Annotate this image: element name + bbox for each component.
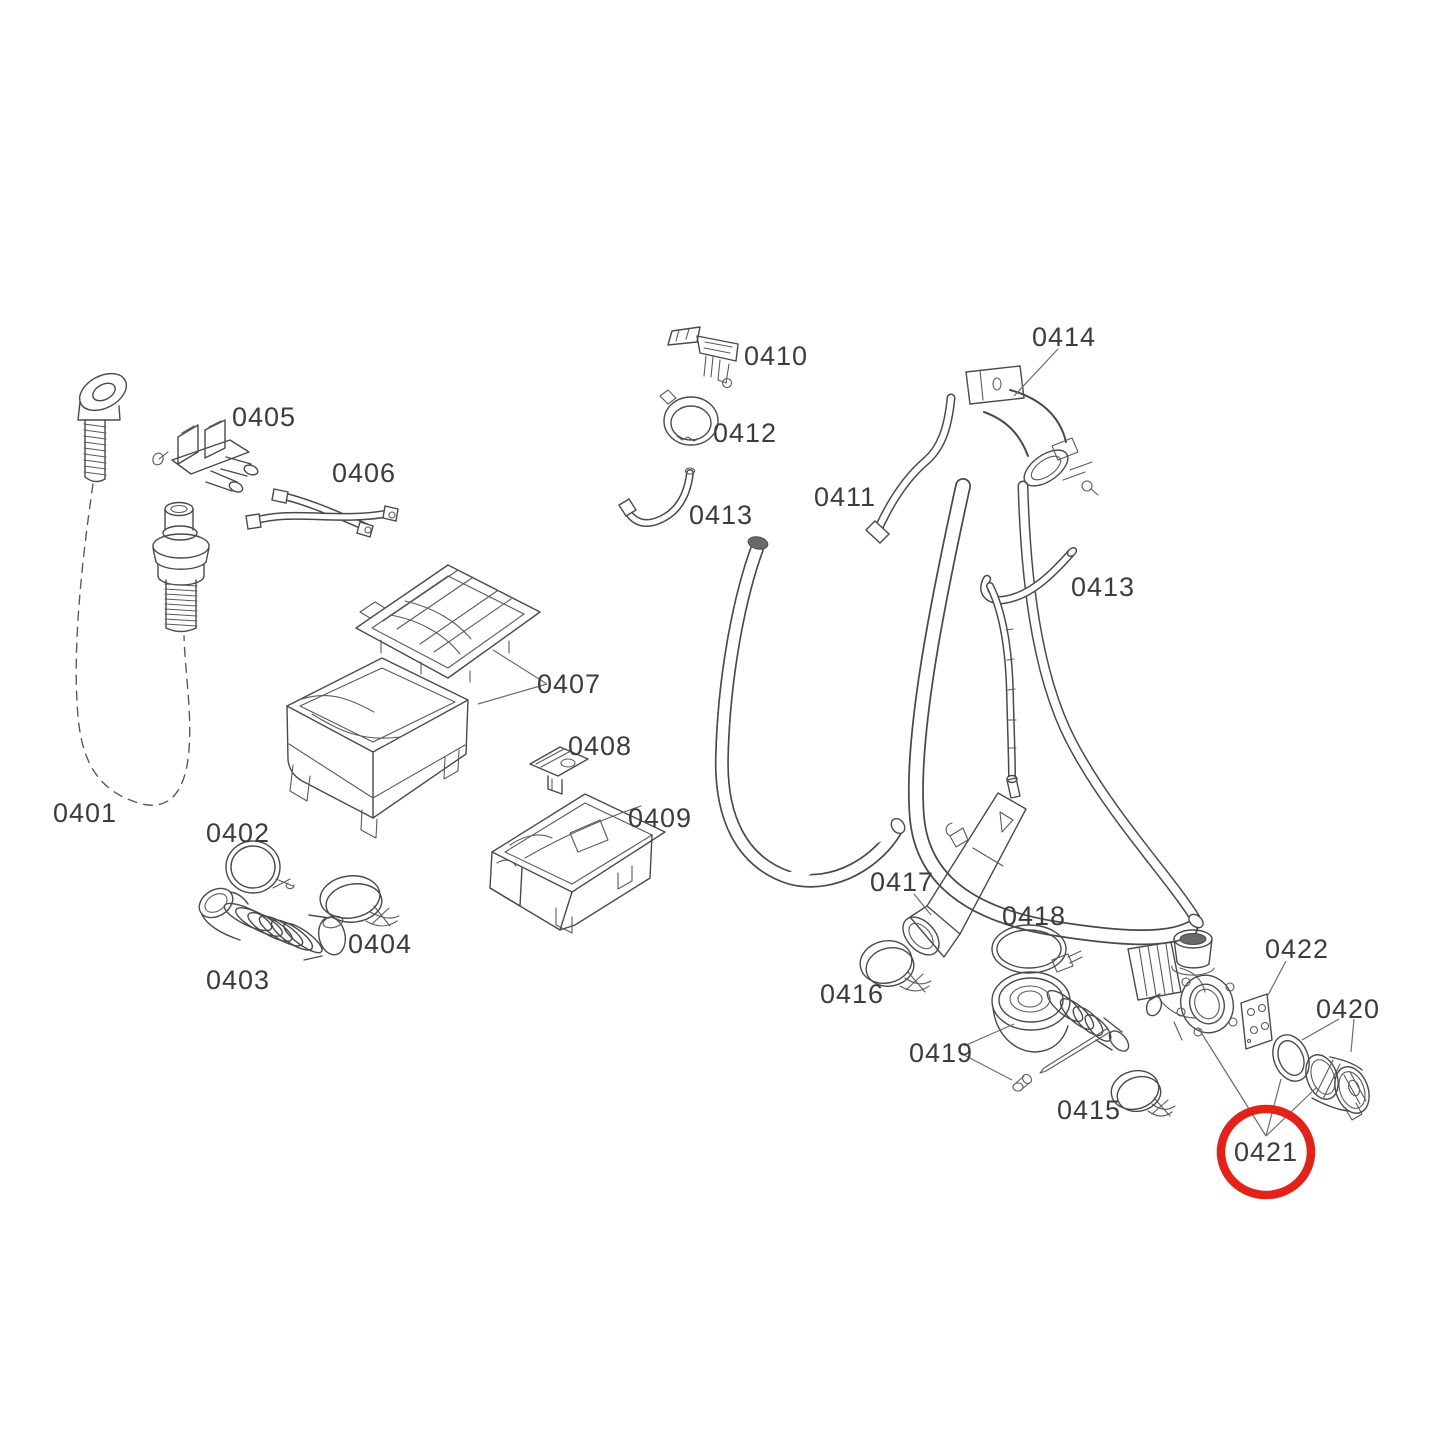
part-drawing-gasket-seal (1272, 1034, 1310, 1082)
part-drawing-0418-band-clamp (991, 924, 1083, 974)
part-label-0404: 0404 (348, 929, 412, 959)
part-label-0421-highlighted: 0421 (1234, 1137, 1298, 1167)
part-label-0415: 0415 (1057, 1095, 1121, 1125)
part-label-0407: 0407 (537, 669, 601, 699)
part-label-0406: 0406 (332, 458, 396, 488)
part-label-0422: 0422 (1265, 934, 1329, 964)
part-label-0403: 0403 (206, 965, 270, 995)
part-drawing-0407-dispenser-housing (286, 657, 469, 839)
part-label-0412: 0412 (713, 418, 777, 448)
part-label-0409: 0409 (628, 803, 692, 833)
leader-0419 (963, 1023, 1015, 1081)
highlight-circle-0421 (1216, 1104, 1316, 1200)
part-drawing-0417-air-trap (902, 777, 1027, 958)
part-label-0405: 0405 (232, 402, 296, 432)
part-drawing-0410-bracket (667, 326, 739, 389)
part-drawing-0404-wire-clamp (319, 875, 400, 927)
part-label-0402: 0402 (206, 818, 270, 848)
part-drawing-0415-wire-clamp (1110, 1069, 1176, 1117)
part-drawing-0406-twin-hoses (245, 488, 399, 538)
part-label-0418: 0418 (1002, 901, 1066, 931)
part-drawing-0412-clamp-ring (659, 389, 719, 446)
part-label-0416: 0416 (820, 979, 884, 1009)
part-drawing-0419-sump (991, 971, 1130, 1092)
part-drawing-0409-drawer (489, 793, 666, 934)
part-drawing-0407-dispenser-top (355, 564, 541, 683)
part-drawing-0414-drain-hose-end (907, 365, 1204, 946)
part-label-0414: 0414 (1032, 322, 1096, 352)
leader-0420 (1301, 1018, 1355, 1053)
part-label-0413-b: 0413 (1071, 572, 1135, 602)
part-drawing-0422-plate (1240, 993, 1273, 1050)
part-drawing-0402-ring-clamp (225, 840, 295, 894)
part-drawing-0401-inlet-hose (75, 372, 210, 806)
part-drawing-0405-fill-valve (152, 419, 259, 493)
part-drawing-0403-corrugated-hose (198, 887, 347, 961)
part-drawing-0416-wire-clamp (859, 940, 932, 993)
part-drawing-0413-pressure-hose (980, 547, 1078, 784)
part-label-0420: 0420 (1316, 994, 1380, 1024)
part-drawing-0420-filter-cap (1305, 1054, 1370, 1121)
part-label-0410: 0410 (744, 341, 808, 371)
part-drawing-0411-hose (864, 393, 956, 544)
part-label-0411: 0411 (814, 482, 876, 512)
leader-0422 (1266, 960, 1287, 998)
part-drawing-0408-siphon (529, 746, 589, 795)
part-label-0401: 0401 (53, 798, 117, 828)
part-label-0408: 0408 (568, 731, 632, 761)
part-label-0417: 0417 (870, 867, 934, 897)
part-label-0413-a: 0413 (689, 500, 753, 530)
leader-0417 (913, 893, 932, 916)
leader-0414 (1013, 348, 1059, 397)
part-drawing-tub-hose (714, 536, 906, 888)
leader-0407 (477, 649, 548, 705)
part-drawing-0413-small-hose (618, 467, 696, 527)
part-drawing-drain-pump (1127, 929, 1238, 1041)
part-label-0419: 0419 (909, 1038, 973, 1068)
